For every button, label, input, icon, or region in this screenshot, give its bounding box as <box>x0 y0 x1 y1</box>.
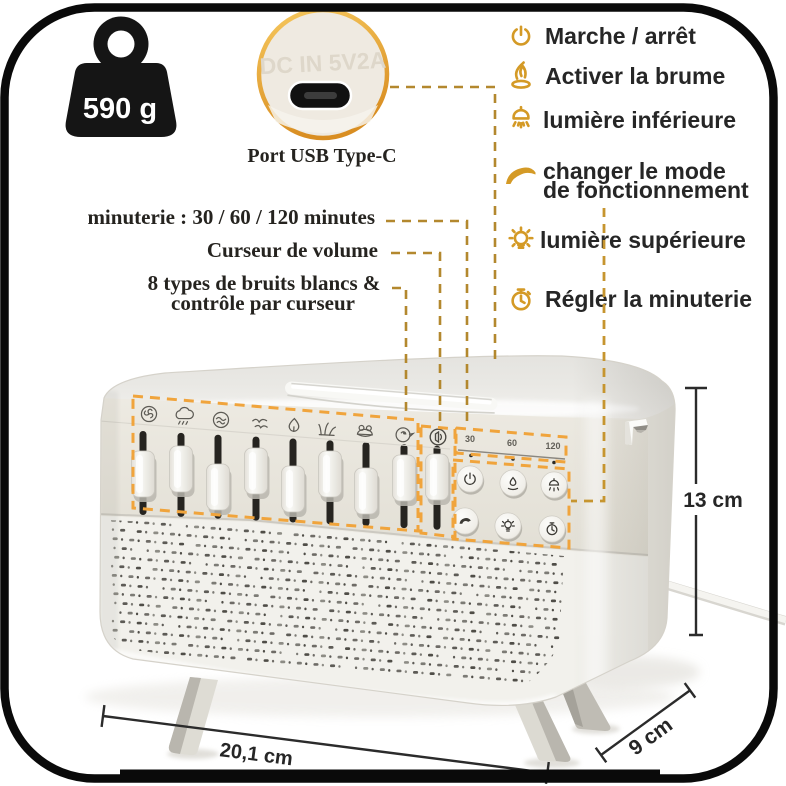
svg-text:Marche / arrêt: Marche / arrêt <box>545 23 696 49</box>
svg-text:590 g: 590 g <box>83 93 157 125</box>
svg-text:minuterie : 30 / 60 / 120 minu: minuterie : 30 / 60 / 120 minutes <box>87 205 375 229</box>
svg-text:30: 30 <box>465 434 475 444</box>
svg-text:8 types de bruits blancs &: 8 types de bruits blancs & <box>148 271 381 295</box>
svg-text:Curseur de volume: Curseur de volume <box>207 238 378 262</box>
svg-text:60: 60 <box>507 438 517 448</box>
svg-text:lumière inférieure: lumière inférieure <box>543 107 736 133</box>
svg-text:120: 120 <box>545 441 560 451</box>
svg-text:lumière supérieure: lumière supérieure <box>540 227 746 253</box>
svg-text:Port USB Type-C: Port USB Type-C <box>247 145 396 167</box>
svg-text:Régler la minuterie: Régler la minuterie <box>545 286 752 312</box>
svg-text:contrôle par curseur: contrôle par curseur <box>171 291 355 315</box>
svg-text:Activer la brume: Activer la brume <box>545 63 725 89</box>
svg-text:changer le mode: changer le mode <box>543 158 726 184</box>
svg-text:13 cm: 13 cm <box>683 489 743 512</box>
svg-text:de fonctionnement: de fonctionnement <box>543 177 749 203</box>
